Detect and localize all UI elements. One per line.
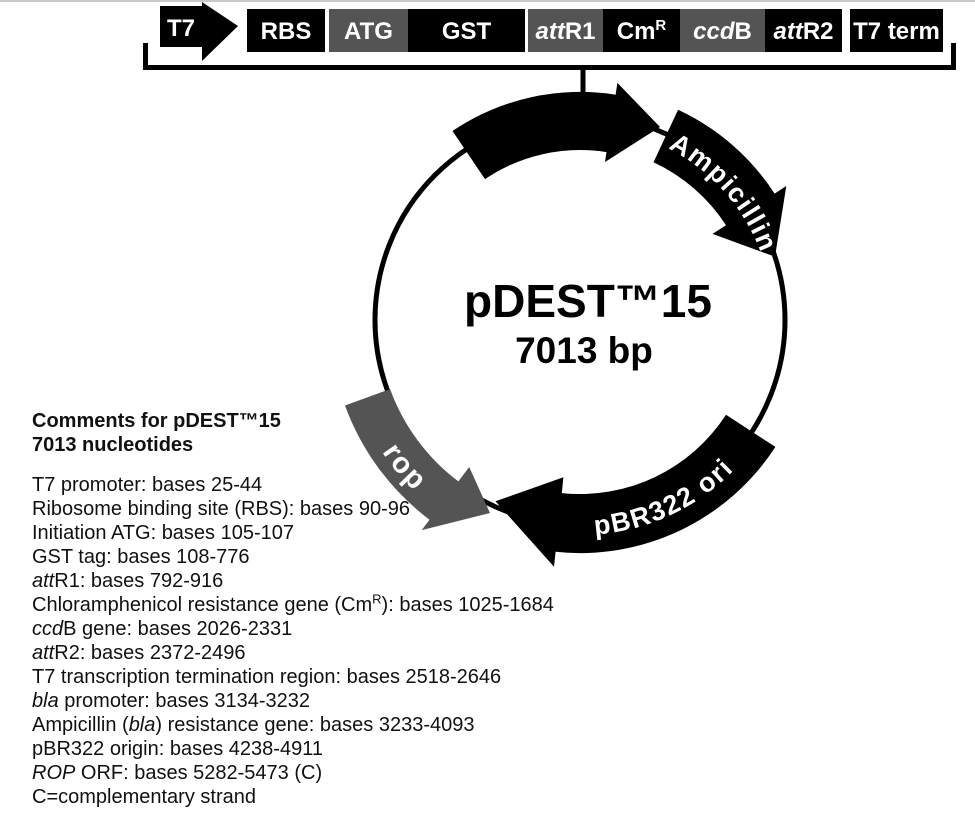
cassette-box-t7term [850,9,943,52]
ampicillin-arc-arrow [653,109,787,257]
plasmid-name: pDEST™15 [464,275,712,327]
bracket-connector-line [580,69,586,95]
linear-cassette: T7 RBS ATG GST attR1 CmR ccdB attR2 T7 t… [160,2,943,61]
comments-subtitle: 7013 nucleotides [32,434,194,456]
cassette-box-label-atg: ATG [344,18,393,45]
comment-feature-line: GST tag: bases 108-776 [32,546,250,568]
bracket-right-tick [951,43,956,70]
comment-feature-line: Initiation ATG: bases 105-107 [32,522,295,544]
cassette-box-attr2 [765,9,842,52]
cassette-box-cmr [603,9,680,52]
comment-feature-line: ROP ORF: bases 5282-5473 (C) [32,762,323,784]
cassette-box-label-gst: GST [442,18,492,45]
comment-feature-line: Ribosome binding site (RBS): bases 90-96 [32,498,410,520]
comment-feature-line: attR1: bases 792-916 [32,570,224,592]
cassette-box-atg [329,9,408,52]
t7-promoter-arrow [160,2,238,61]
comment-feature-line: Ampicillin (bla) resistance gene: bases … [32,714,475,736]
cassette-box-label-cmr: CmR [617,17,667,45]
comment-feature-line: attR2: bases 2372-2496 [32,642,246,664]
cassette-bracket [143,43,956,95]
rop-arc-arrow [345,389,490,531]
plasmid-size: 7013 bp [515,330,653,371]
comments-title: Comments for pDEST™15 [32,410,281,432]
bracket-horizontal-line [143,65,956,70]
cassette-box-gst [408,9,525,52]
comment-feature-line: Chloramphenicol resistance gene (CmR): b… [32,591,554,616]
cassette-box-label-rbs: RBS [261,18,312,45]
expression-cassette-arc-arrow [452,82,660,180]
cassette-box-label-attr2: attR2 [773,18,833,45]
t7-promoter-label: T7 [167,15,195,42]
cassette-box-rbs [247,9,325,52]
cassette-box-ccdb [680,9,765,52]
cassette-box-attr1 [528,9,603,52]
comment-feature-line: pBR322 origin: bases 4238-4911 [32,738,323,760]
bracket-left-tick [143,43,148,70]
comment-feature-line: T7 transcription termination region: bas… [32,666,502,688]
comment-feature-line: bla promoter: bases 3134-3232 [32,690,310,712]
cassette-box-label-ccdb: ccdB [693,18,752,45]
comment-feature-line: ccdB gene: bases 2026-2331 [32,618,293,640]
comments-block: Comments for pDEST™15 7013 nucleotides T… [32,409,554,809]
comments-feature-list: T7 promoter: bases 25-44 Ribosome bindin… [32,473,554,785]
comment-feature-line: T7 promoter: bases 25-44 [32,474,263,496]
pbr322-ori-arc-arrow [495,414,776,567]
comments-footnote: C=complementary strand [32,786,256,808]
cassette-box-label-attr1: attR1 [535,18,595,45]
cassette-box-label-t7term: T7 term [853,18,940,45]
image-top-border [0,0,975,2]
